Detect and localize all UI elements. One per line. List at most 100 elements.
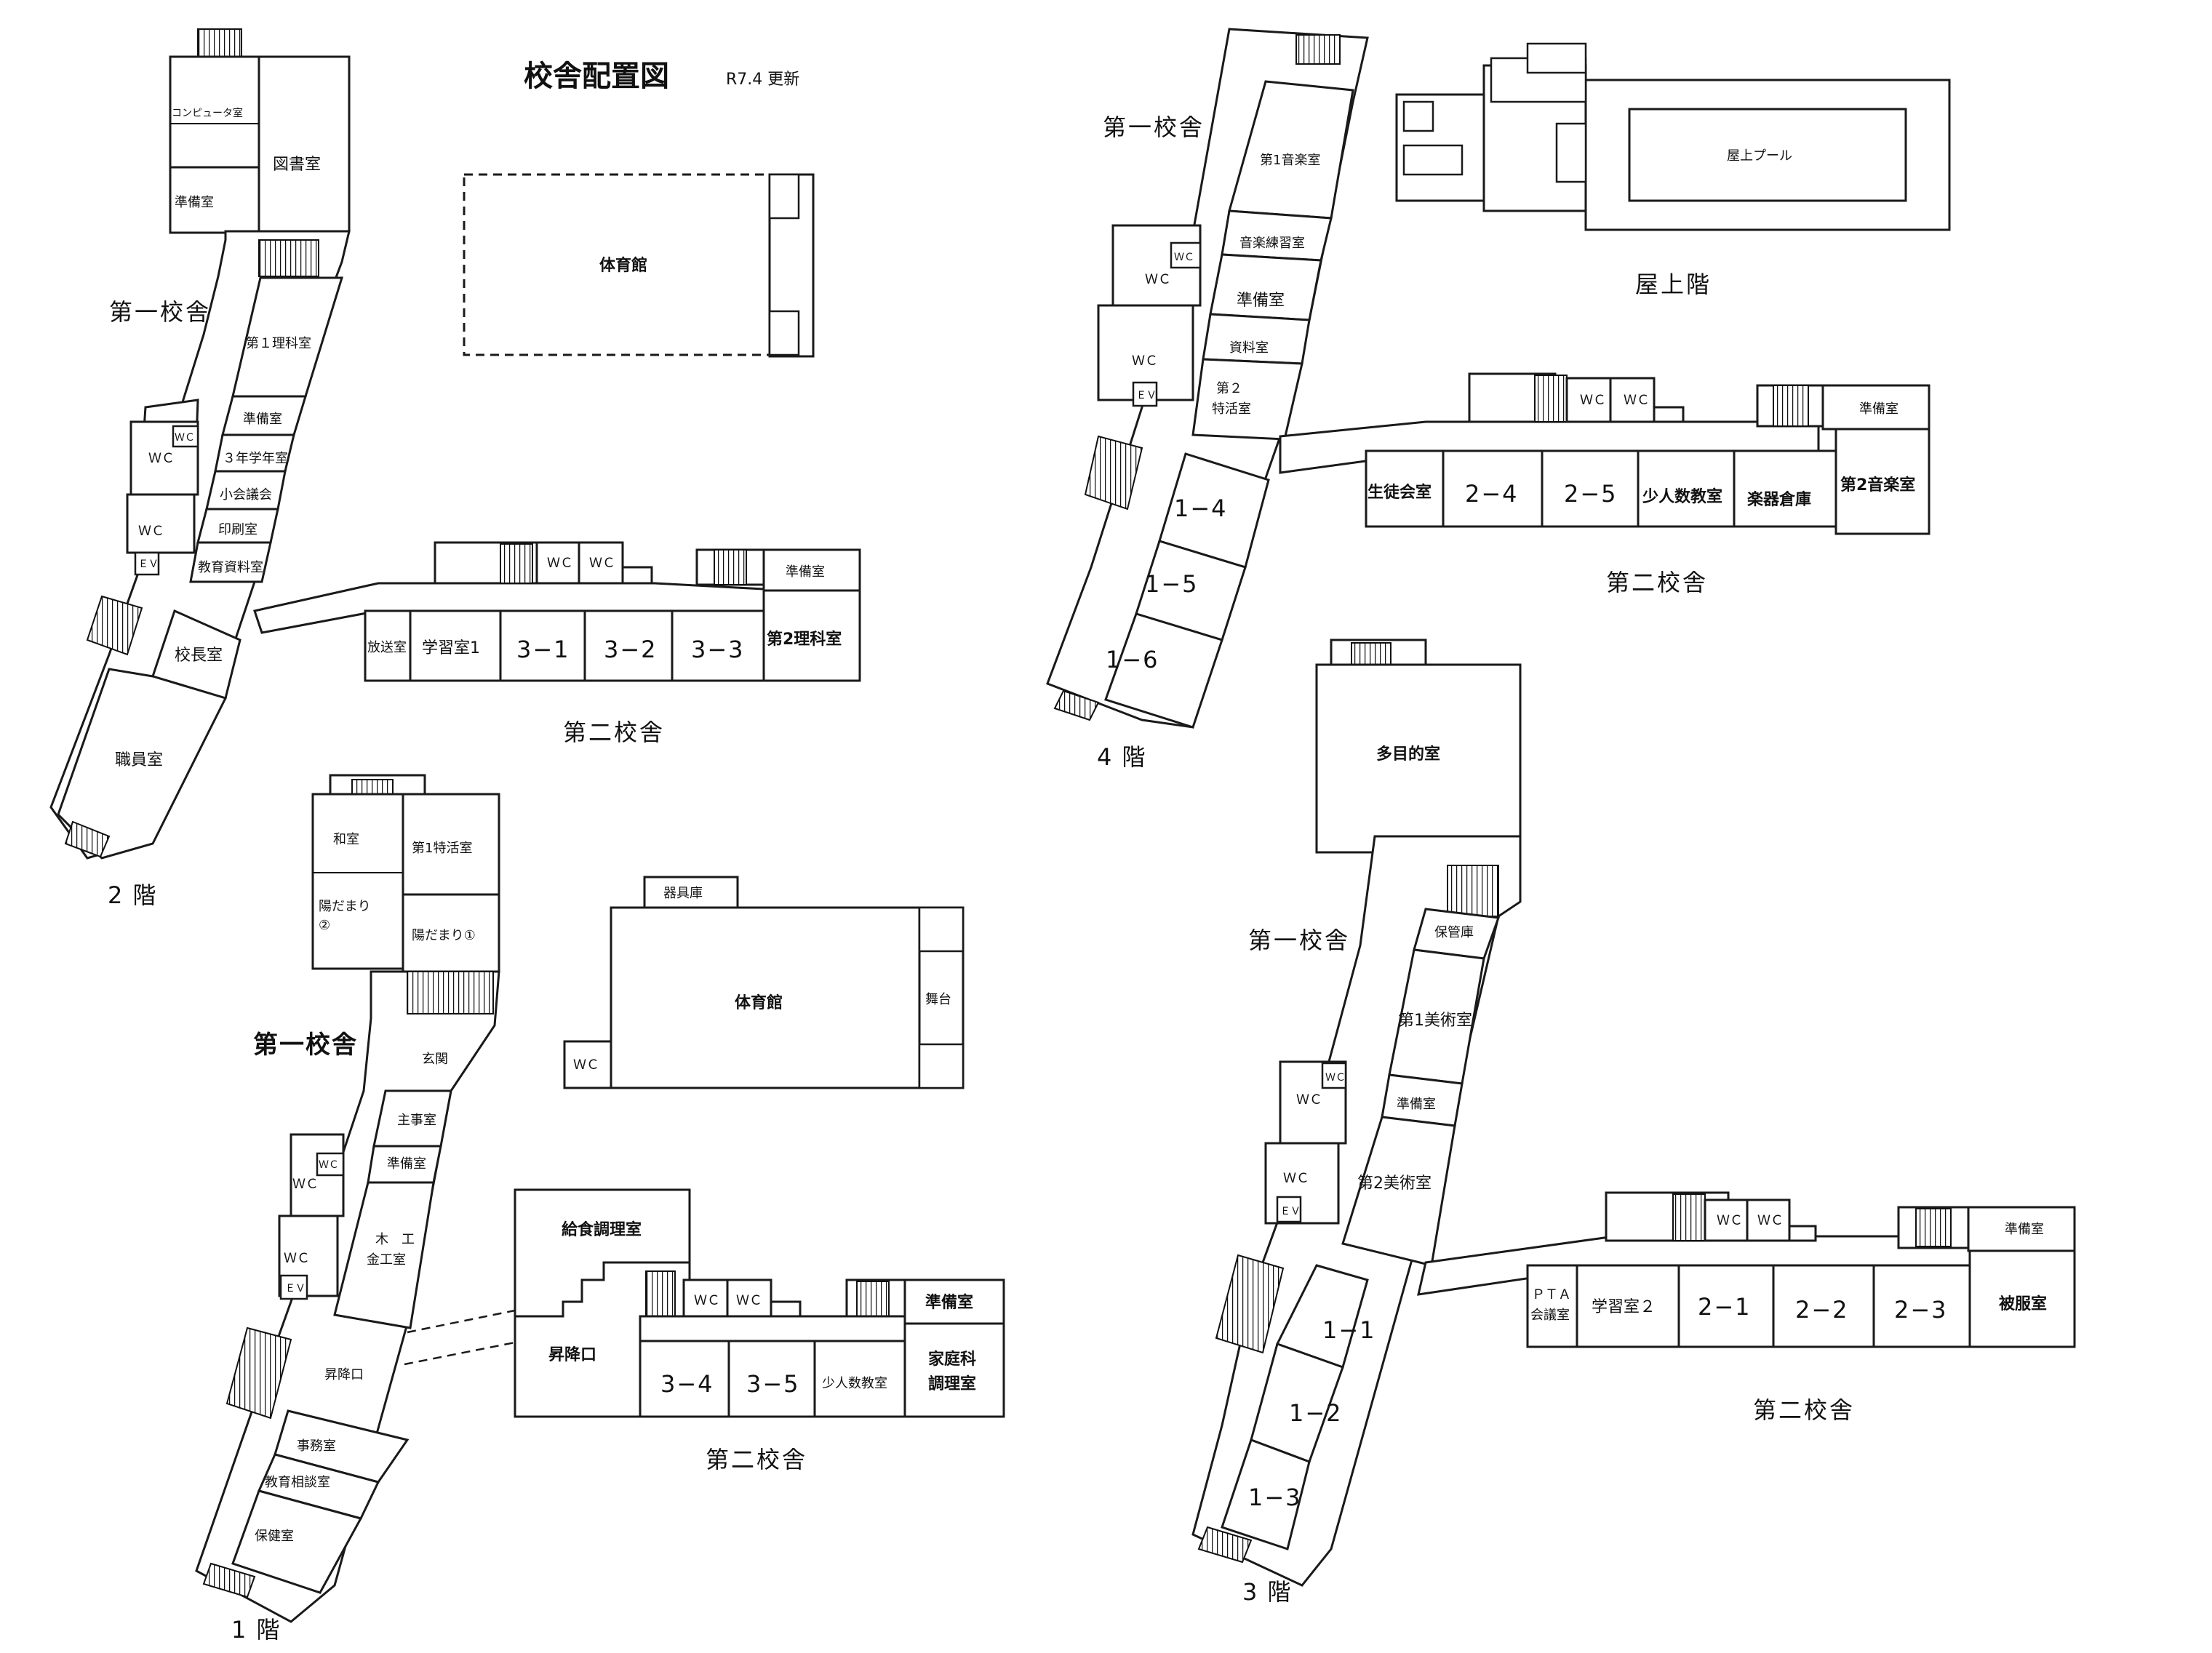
- label-wing2: 第二校舎: [706, 1446, 807, 1473]
- label-home-ec-b: 調理室: [928, 1374, 976, 1393]
- label-wc-2: ＷＣ: [1132, 353, 1158, 369]
- floor-2-plan: コンピュータ室 図書室 準備室 第一校舎 第１理科室 準備室 ３年学年室 小会議…: [49, 28, 861, 909]
- label-wc-4: ＷＣ: [1757, 1213, 1784, 1228]
- label-wc-4: ＷＣ: [589, 556, 615, 571]
- connector-dashed: [407, 1309, 516, 1334]
- label-prep-b: 準備室: [243, 412, 282, 427]
- label-wc-3: ＷＣ: [547, 556, 573, 571]
- room-ev: [134, 551, 160, 576]
- label-science-2: 第2理科室: [767, 630, 842, 649]
- stairs-icon: [1053, 689, 1100, 721]
- label-wc-2: ＷＣ: [138, 524, 164, 539]
- room-2-2: [1772, 1264, 1875, 1348]
- label-wc-1s: ＷＣ: [1325, 1072, 1346, 1084]
- stairs-icon: [1215, 1254, 1285, 1354]
- label-broadcast: 放送室: [367, 640, 407, 655]
- room-clothing: [1968, 1249, 2076, 1348]
- label-counsel: 教育相談室: [265, 1475, 330, 1490]
- room-2-5: [1541, 449, 1640, 528]
- room-wc-1: [1279, 1060, 1347, 1145]
- label-prep-2: 準備室: [1859, 401, 1898, 417]
- stairs-icon: [202, 1562, 256, 1598]
- room-wc-1s: [316, 1152, 345, 1177]
- label-1-5: 1−5: [1145, 570, 1199, 598]
- room-3-4: [639, 1340, 730, 1418]
- label-student-council: 生徒会室: [1367, 483, 1432, 502]
- label-stage: 舞台: [925, 992, 951, 1007]
- map-title: 校舎配置図: [524, 60, 669, 93]
- label-entrance: 玄関: [422, 1052, 448, 1067]
- floor-3-plan: 多目的室 第一校舎 保管庫 第1美術室 準備室 第2美術室 ＷＣ ＷＣ ＷＣ Ｅ…: [1191, 639, 2076, 1606]
- label-home-ec-a: 家庭科: [928, 1350, 976, 1369]
- label-3-3: 3−3: [691, 636, 745, 663]
- roof-pool: [1628, 108, 1907, 202]
- room-wc-3: [1704, 1198, 1749, 1242]
- label-science-1: 第１理科室: [246, 336, 311, 351]
- room-wc-4: [1609, 377, 1656, 423]
- room-edu-res: [189, 541, 272, 583]
- label-roof-pool: 屋上プール: [1727, 148, 1792, 164]
- label-study-1: 学習室1: [422, 639, 480, 657]
- room-prep-2: [903, 1278, 1005, 1325]
- room-wc-2: [126, 493, 196, 554]
- label-floor-3: 3 階: [1242, 1578, 1293, 1606]
- label-ev: ＥＶ: [1280, 1206, 1301, 1217]
- label-wood: 木 工: [375, 1232, 415, 1247]
- stairs-icon: [86, 595, 143, 656]
- label-3-5: 3−5: [746, 1370, 800, 1398]
- room-wc-3: [1565, 377, 1612, 423]
- stairs-icon: [1295, 34, 1341, 65]
- label-ev: ＥＶ: [1136, 390, 1157, 401]
- room-small-class: [813, 1340, 906, 1418]
- room-student-council: [1365, 449, 1445, 528]
- stairs-icon: [225, 1326, 292, 1420]
- room-gym-wc: [563, 1040, 612, 1089]
- label-wc-1: ＷＣ: [148, 451, 175, 466]
- room-home-ec: [903, 1322, 1005, 1418]
- label-prep-c: 準備室: [786, 564, 825, 580]
- label-1-2: 1−2: [1289, 1399, 1343, 1427]
- wing2-notch: [1788, 1225, 1817, 1242]
- room-small-class: [1637, 449, 1736, 528]
- label-1-3: 1−3: [1248, 1484, 1302, 1511]
- room-prep: [1209, 253, 1322, 321]
- label-wing1: 第一校舎: [253, 1030, 358, 1060]
- room-wc-1s: [1321, 1062, 1347, 1089]
- stairs-icon: [407, 971, 494, 1014]
- label-wc-1s: ＷＣ: [1174, 252, 1194, 263]
- label-2-5: 2−5: [1564, 480, 1618, 508]
- floor-4-plan: 第一校舎 第1音楽室 音楽練習室 準備室 資料室 第２ 特活室 ＷＣ ＷＣ ＷＣ…: [1046, 28, 1930, 771]
- label-shoe-2: 昇降口: [548, 1346, 596, 1364]
- label-2-3: 2−3: [1894, 1296, 1948, 1324]
- label-art-2: 第2美術室: [1357, 1174, 1432, 1193]
- room-wc-4: [1746, 1198, 1791, 1242]
- wing2-notch: [1653, 406, 1685, 423]
- label-health: 保健室: [255, 1529, 294, 1544]
- label-prep-a: 準備室: [175, 195, 214, 210]
- label-roof-floor: 屋上階: [1635, 271, 1712, 298]
- room-wc-1s: [172, 425, 199, 448]
- label-gym: 体育館: [599, 256, 647, 275]
- label-principal: 校長室: [175, 647, 223, 665]
- label-wing1: 第一校舎: [1248, 926, 1350, 954]
- room-3-3: [671, 609, 765, 682]
- label-wc-1s: ＷＣ: [175, 432, 195, 444]
- wing2-notch: [770, 1300, 802, 1318]
- label-special-1: 第1特活室: [412, 841, 472, 856]
- label-storage: 保管庫: [1434, 925, 1474, 940]
- label-materials: 資料室: [1229, 340, 1269, 356]
- room-japanese: [311, 793, 404, 970]
- label-2-2: 2−2: [1795, 1296, 1849, 1324]
- stairs-icon: [258, 239, 319, 277]
- stairs-icon: [1447, 865, 1499, 917]
- label-library: 図書室: [273, 156, 321, 174]
- room-staff: [57, 668, 228, 860]
- room-gym: [610, 906, 921, 1089]
- label-pta-b: 会議室: [1530, 1308, 1570, 1323]
- label-gym-wc: ＷＣ: [573, 1057, 599, 1073]
- room-prep-2: [1967, 1206, 2076, 1252]
- label-wing1: 第一校舎: [1103, 113, 1205, 141]
- update-note: R7.4 更新: [726, 71, 799, 89]
